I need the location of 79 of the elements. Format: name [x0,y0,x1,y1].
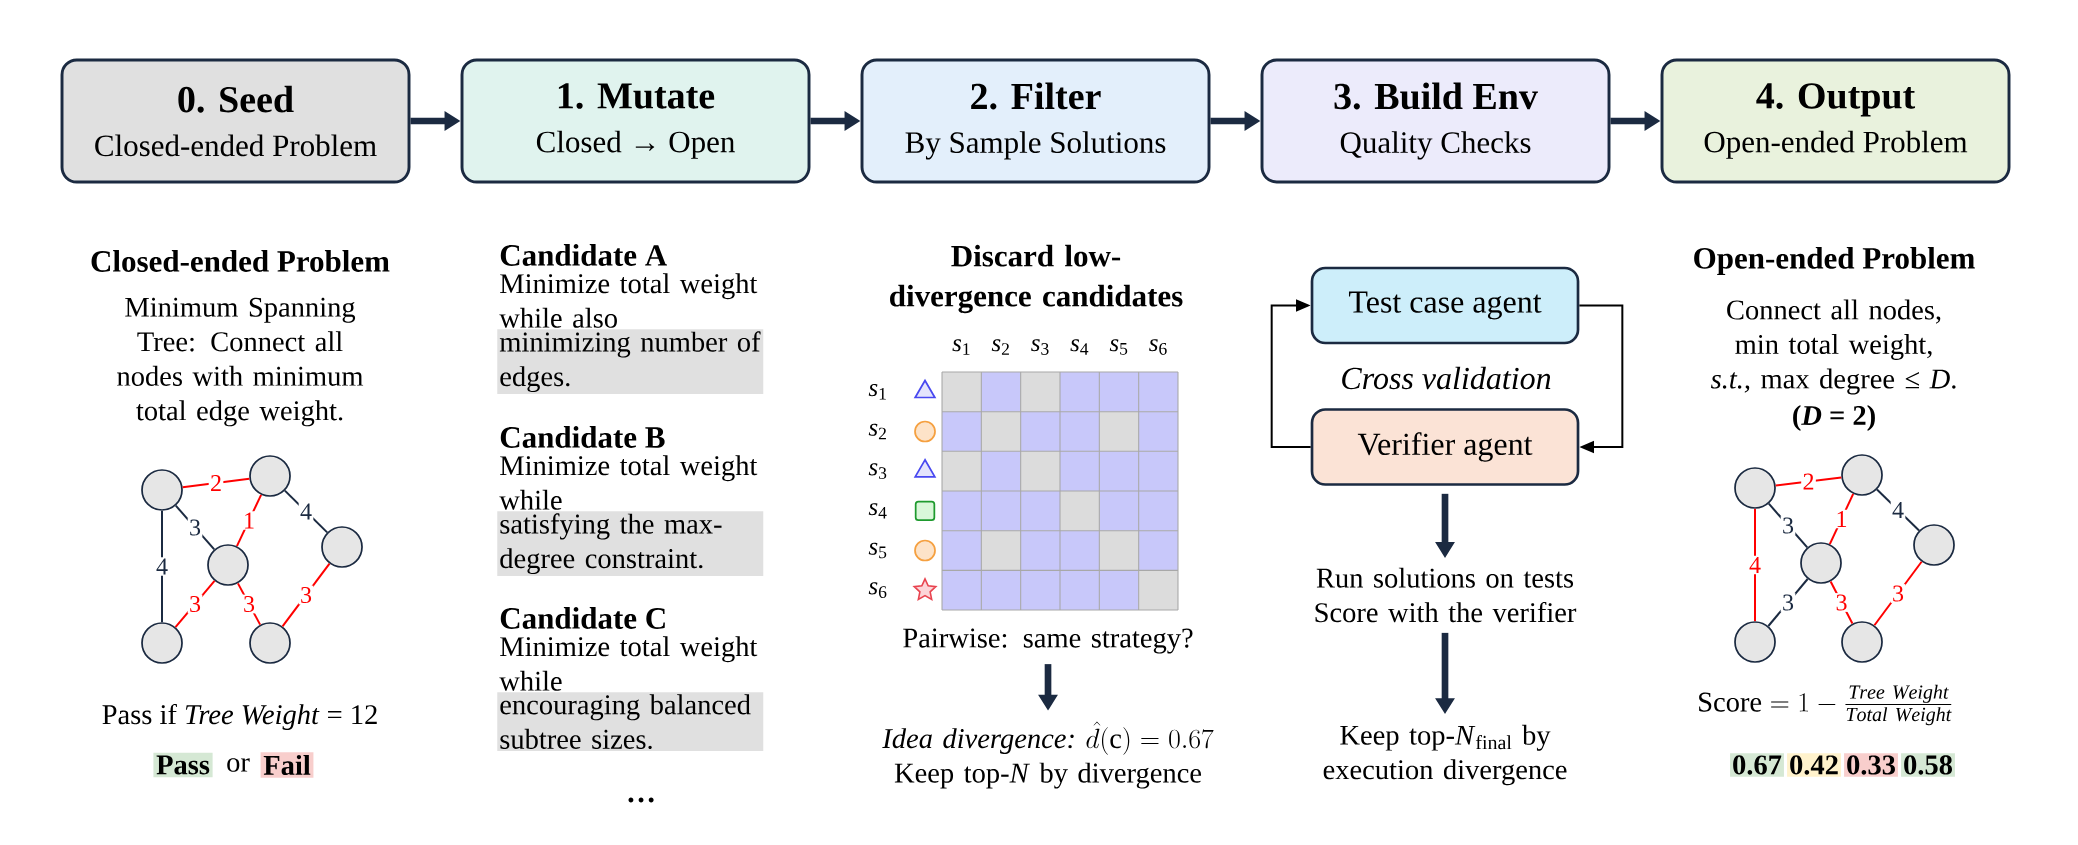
agent-box: Verifier agent [1310,408,1580,486]
column-heading: Discard low-divergence candidates [890,244,1183,314]
candidate-text: Minimize total weight while [499,636,758,691]
score-formula: $\textrm{Score}=1-\frac{\mathit{Tree\ Weight}}{\mathit{Total\ Weight}}$ [1699,684,1952,726]
step-text: $\textit{Idea divergence:}\ \hat{d}(\textrm{c}) = 0.67$ Keep top-N by divergence [882,721,1214,789]
score-chip: 0.42 [1787,753,1841,777]
graph-node [141,622,183,664]
matrix-label: s$_{2}$ [991,339,1009,355]
graph-node [1734,621,1776,663]
graph-node [321,526,363,568]
candidate-text: Minimize total weight while also [499,273,758,328]
description-text: Connect all nodes, min total weight, s.t., max degree ≤ D. [1710,299,1956,395]
result-chip: Pass [153,752,213,778]
matrix-label: s$_{5}$ [868,542,887,559]
highlighted-text: minimizing number of edges. [497,329,764,395]
candidate-heading: Candidate B [500,426,665,448]
conjunction-text: or [227,758,250,772]
edge-label: 1 [1834,509,1849,529]
matrix-label: s$_{6}$ [868,582,887,598]
graph-node [1841,454,1883,496]
step-text: Pairwise: same strategy? [903,628,1193,654]
matrix-label: s$_{2}$ [868,423,886,440]
agent-box: Test case agent [1310,266,1580,345]
matrix-label: s$_{6}$ [1149,339,1167,355]
step-box: 2. Filter By Sample Solutions [860,58,1211,184]
graph-node [249,622,291,664]
graph-node [207,544,249,586]
result-chip: Fail [260,752,314,778]
parameter-text: (D = 2) [1793,405,1875,431]
step-box: 0. Seed Closed-ended Problem [60,58,411,184]
edge-label: 3 [1780,516,1796,535]
matrix-label: s$_{4}$ [868,503,887,519]
arrow [1270,299,1312,448]
graph-node [141,469,183,511]
graph-node [1841,621,1883,663]
cross-validation-label: Cross validation [1342,366,1551,390]
matrix-label: s$_{4}$ [1070,339,1089,355]
graph-node [1734,467,1776,509]
step-text: Keep top-N$_{final}$ by execution divergence [1323,724,1567,786]
highlighted-text: encouraging balanced subtree sizes. [497,692,764,752]
step-text: Run solutions on tests Score with the verifier [1315,567,1577,623]
graph-node [1913,524,1955,566]
edge-label: 4 [154,557,170,576]
score-chip: 0.67 [1730,753,1784,777]
description-text: Minimum Spanning Tree: Connect all nodes with minimum total edge weight. [117,297,364,427]
score-chip: 0.33 [1844,753,1898,777]
pass-condition: Pass if Tree Weight = 12 [102,703,377,731]
step-box: 4. Output Open-ended Problem [1660,58,2011,184]
ellipsis: … [628,797,654,803]
edge-label: 3 [1780,593,1796,612]
matrix-label: s$_{3}$ [1031,339,1049,355]
edge-label: 4 [298,502,314,521]
graph-node [249,455,291,497]
column-heading: Closed-ended Problem [91,250,390,272]
step-box: 3. Build Env Quality Checks [1260,58,1611,184]
arrow [1578,304,1624,454]
edge-label: 3 [241,594,257,614]
score-chip: 0.58 [1901,753,1955,777]
edge-label: 2 [1801,472,1816,491]
matrix-label: s$_{5}$ [1109,339,1128,355]
matrix-label: s$_{3}$ [868,463,887,479]
edge-label: 3 [1890,584,1906,603]
graph-node [1800,542,1842,584]
matrix-label: s$_{1}$ [952,339,970,355]
candidate-heading: Candidate C [500,607,665,629]
edge-label: 3 [187,518,203,537]
candidate-heading: Candidate A [500,244,667,266]
edge-label: 4 [1747,555,1763,575]
candidate-text: Minimize total weight while [499,455,758,510]
matrix-label: s$_{1}$ [868,384,886,400]
edge-label: 3 [1834,593,1849,612]
step-box: 1. Mutate Closed → Open [460,58,811,184]
column-heading: Open-ended Problem [1694,246,1975,276]
edge-label: 2 [208,473,224,493]
edge-label: 1 [241,511,257,530]
highlighted-text: satisfying the max-degree constraint. [497,511,764,577]
edge-label: 3 [298,585,314,605]
edge-label: 4 [1890,500,1906,520]
edge-label: 3 [187,594,203,614]
